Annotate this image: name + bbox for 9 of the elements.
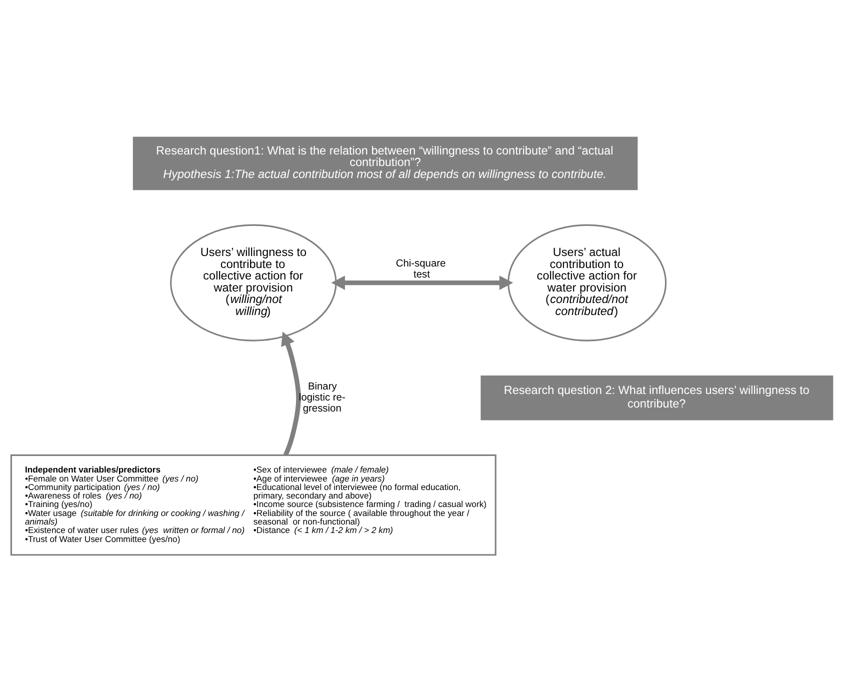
node-box: Independent variables/predictors •Female on Water User Committee (yes / no) •Community participation (yes / no) •Awareness of roles (yes / no) •Training (yes/no) •Water usage (suitable for drinking or cooking / washing / animals) •Existence of water user rules (yes written or formal / no) •Trust of Water User Committee (yes/no) •Sex of interviewee (male / female) •Age of interviewee (age in years) •Educational level of interviewee (no formal education, primary, secondary and above) •Income source (subsistence farming / trading / casual work) •Reliability of the source ( available throughout the year / seasonal or non-functional) •Distance (< 1 km / 1-2 km / > 2 km) [10, 454, 496, 556]
edge-label: Binary logistic re- gression [298, 382, 346, 415]
edge-label: Chi-square test [396, 258, 446, 281]
node-ellipse: Users’ willingness to contribute to collective action for water provision (willing/not willing) [170, 224, 337, 342]
node-ellipse: Users’ actual contribution to collective action for water provision (contributed/not contributed) [508, 224, 667, 342]
arrow [331, 276, 514, 290]
node-box: Research question 2: What influences users’ willingness to contribute? [480, 375, 834, 420]
node-box: Research question1: What is the relation between “willingness to contribute” and “actual contribution”? Hypothesis 1:The actual contribution most of all depends on willingness to contribute. [132, 136, 638, 190]
arrow [281, 332, 301, 456]
